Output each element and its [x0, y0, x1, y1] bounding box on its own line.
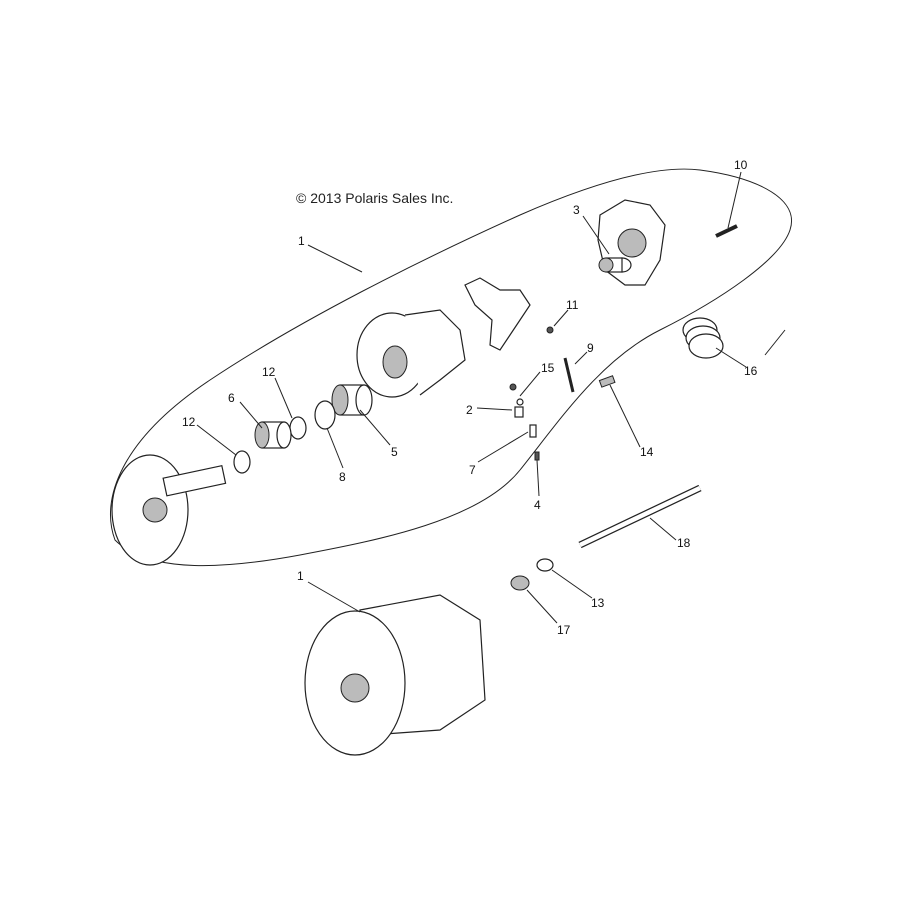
bushing-6-part — [254, 421, 292, 449]
assembly-outline — [109, 168, 792, 567]
callout-7: 7 — [469, 463, 476, 477]
bushing-8-part — [314, 400, 336, 430]
spring-part — [682, 317, 724, 359]
callout-5: 5 — [391, 445, 398, 459]
washer-13-part — [536, 558, 554, 572]
copyright-text: © 2013 Polaris Sales Inc. — [296, 190, 453, 206]
sleeve-part — [529, 424, 537, 438]
bushing-5-part — [331, 384, 373, 416]
callout-13: 13 — [591, 596, 605, 610]
callout-1-top: 1 — [298, 234, 305, 248]
callout-3: 3 — [573, 203, 580, 217]
callout-16: 16 — [744, 364, 758, 378]
leader-lines — [196, 171, 786, 624]
callout-17: 17 — [557, 623, 571, 637]
fixed-sheave-part — [111, 454, 227, 566]
callout-2: 2 — [466, 403, 473, 417]
callout-1-bottom: 1 — [297, 569, 304, 583]
callout-11: 11 — [566, 298, 579, 312]
ring-12-upper-part — [289, 416, 307, 440]
callout-12-lower: 12 — [182, 415, 196, 429]
weight-part — [598, 375, 616, 388]
moveable-sheave-part — [356, 309, 466, 398]
pin-small-part — [534, 451, 540, 461]
spider-part — [464, 277, 531, 351]
callout-14: 14 — [640, 445, 654, 459]
roller-part — [509, 383, 517, 391]
callout-8: 8 — [339, 470, 346, 484]
shaft-bolt-part — [578, 484, 702, 549]
ring-12-lower-part — [233, 450, 251, 474]
pin-part — [715, 224, 738, 238]
drive-clutch-assembly-part — [304, 594, 486, 756]
bolt-part — [563, 357, 575, 393]
callout-12-upper: 12 — [262, 365, 276, 379]
bushing-part — [598, 257, 632, 273]
callout-15: 15 — [541, 361, 555, 375]
washer-part — [516, 398, 524, 406]
callout-6: 6 — [228, 391, 235, 405]
nut-17-part — [510, 575, 530, 591]
callout-9: 9 — [587, 341, 594, 355]
callout-4: 4 — [534, 498, 541, 512]
callout-10: 10 — [734, 158, 748, 172]
callout-18: 18 — [677, 536, 691, 550]
roller-pin-part — [514, 406, 524, 418]
nut-part — [546, 326, 554, 334]
